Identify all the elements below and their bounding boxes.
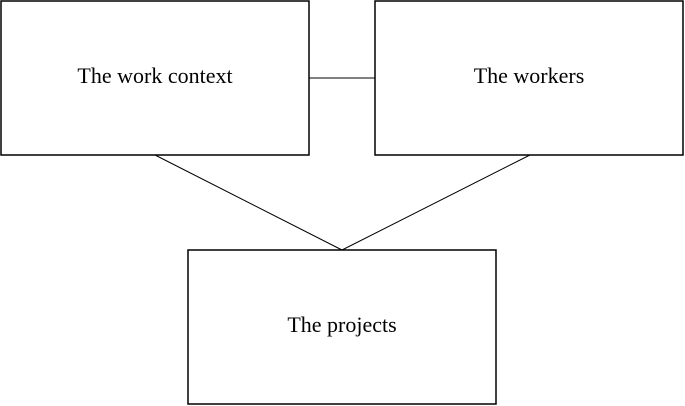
- node-workers: The workers: [374, 0, 684, 156]
- node-work-context-label: The work context: [77, 63, 232, 88]
- node-workers-label: The workers: [474, 63, 585, 88]
- node-projects-box: [187, 249, 497, 405]
- node-projects: The projects: [187, 249, 497, 405]
- node-projects-label: The projects: [287, 312, 396, 337]
- node-work-context: The work context: [0, 0, 310, 156]
- node-workers-box: [374, 0, 684, 156]
- node-work-context-box: [0, 0, 310, 156]
- edge-work-context-to-projects: [154, 154, 343, 251]
- edge-workers-to-projects: [341, 154, 531, 251]
